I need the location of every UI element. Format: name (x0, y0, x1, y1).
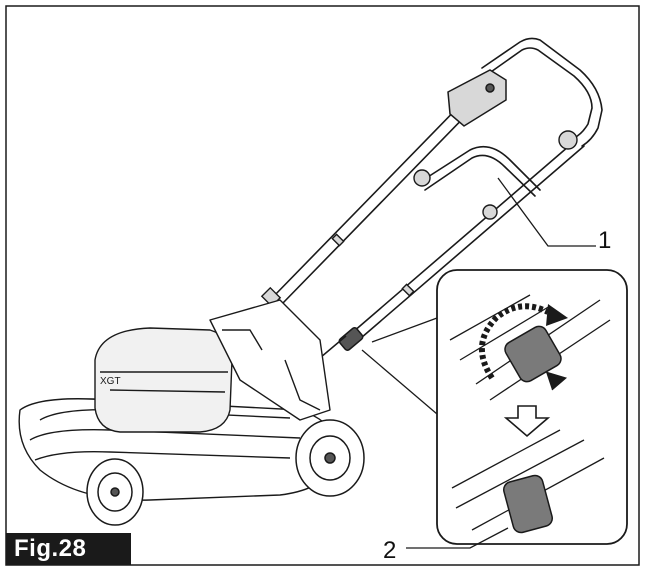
lever-part-2 (503, 474, 553, 534)
callout-1-leader (497, 177, 596, 247)
rotation-arrow-icon (478, 303, 550, 380)
switch-box (447, 69, 507, 127)
figure-label: Fig.28 (14, 535, 87, 562)
detail-inset (361, 269, 628, 545)
figure-frame (5, 5, 640, 566)
svg-text:XGT: XGT (100, 376, 121, 387)
callout-2-leader (406, 527, 509, 549)
mower-handle (271, 37, 603, 345)
callout-2-number: 2 (383, 537, 397, 564)
down-arrow-icon (503, 405, 551, 438)
mower-wheels (86, 419, 365, 526)
callout-1-number: 1 (598, 227, 612, 254)
quick-release-lever (307, 327, 364, 369)
figure-label-box (6, 533, 131, 565)
mower-body: XGT (18, 299, 336, 501)
handle-knobs (260, 130, 578, 308)
